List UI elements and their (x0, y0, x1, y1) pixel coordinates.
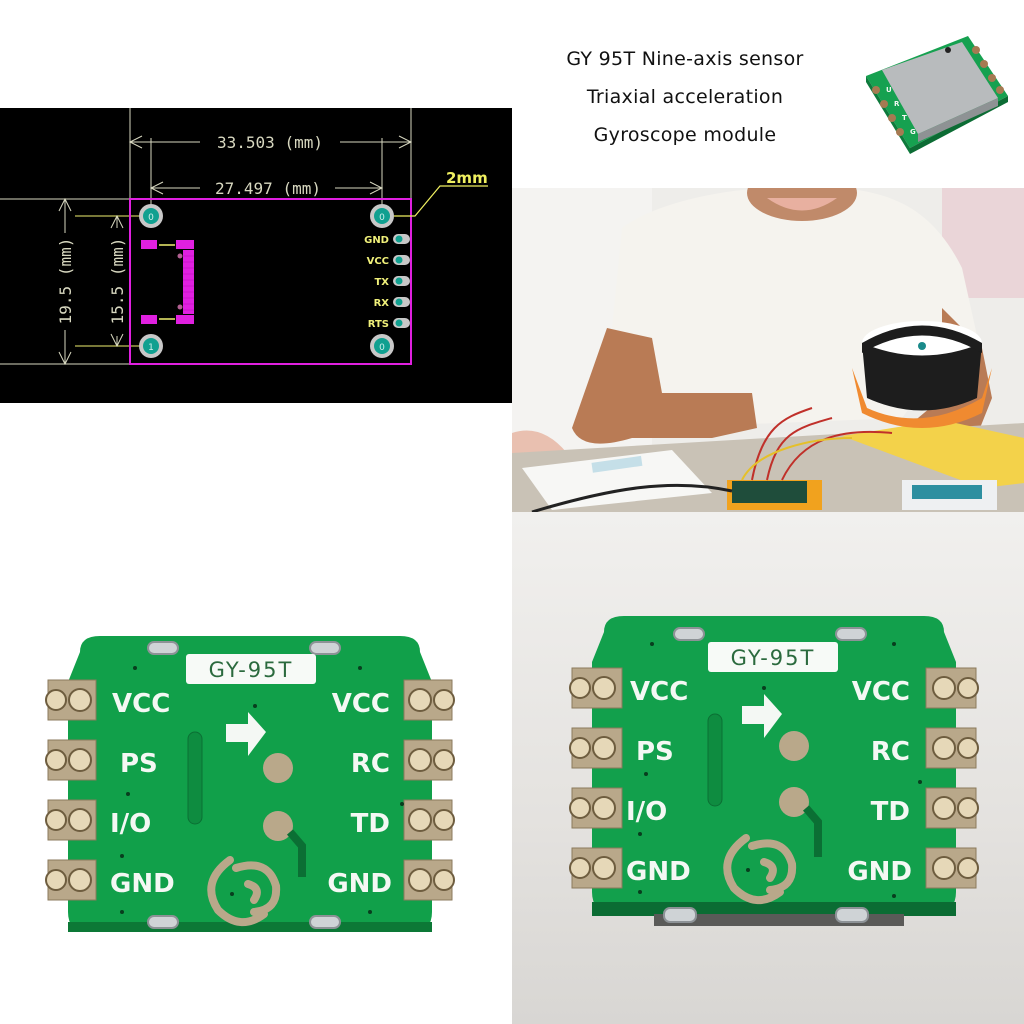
model-label: GY-95T (731, 646, 816, 670)
manufacturer-logo-icon (207, 856, 281, 926)
svg-text:RTS: RTS (368, 319, 389, 330)
mount-hole-bottom-left: 1 (139, 334, 163, 358)
svg-text:0: 0 (379, 343, 385, 353)
label-gnd-left: GND (110, 869, 175, 899)
usb-connector-footprint (141, 240, 194, 324)
inner-height-dimension: 15.5 (mm) (108, 238, 127, 325)
label-gnd-right: GND (847, 857, 912, 887)
right-pins (925, 667, 979, 889)
label-ps: PS (120, 749, 158, 779)
pin-tx: TX (374, 276, 410, 288)
product-title: GY 95T Nine-axis sensor Triaxial acceler… (530, 40, 840, 154)
label-vcc-right: VCC (332, 689, 390, 719)
label-vcc-left: VCC (112, 689, 170, 719)
outer-height-dimension: 19.5 (mm) (56, 238, 75, 325)
mount-hole-top-right: 0 (370, 204, 394, 228)
label-rc: RC (351, 749, 390, 779)
arrow-right-icon (742, 694, 782, 738)
svg-text:T: T (902, 114, 907, 122)
title-line-1: GY 95T Nine-axis sensor (566, 48, 804, 70)
title-line-3: Gyroscope module (593, 124, 777, 146)
mount-hole-top-left: 0 (139, 204, 163, 228)
svg-text:G: G (910, 128, 916, 136)
gy95t-board-left: GY-95T VCC PS I/O GND VCC RC TD GND (45, 636, 455, 932)
label-td: TD (871, 797, 910, 827)
svg-text:TX: TX (374, 277, 389, 288)
board-photo-right: GY-95T VCC PS I/O GND VCC RC TD GND (512, 512, 1024, 1024)
sensor-chip-thumbnail: U R T G (866, 36, 1008, 154)
label-ps: PS (636, 737, 674, 767)
label-rc: RC (871, 737, 910, 767)
pin-gnd: GND (364, 234, 410, 246)
model-label: GY-95T (209, 658, 294, 682)
label-gnd-right: GND (327, 869, 392, 899)
pcb-dimension-drawing: 33.503 (mm) 27.497 (mm) 19.5 (mm) 15.5 (… (0, 108, 512, 403)
left-pins (569, 667, 623, 889)
svg-text:1: 1 (148, 343, 154, 353)
pin-rts: RTS (368, 318, 410, 330)
inner-width-dimension: 27.497 (mm) (215, 179, 321, 198)
label-io: I/O (626, 797, 667, 827)
svg-text:VCC: VCC (367, 256, 389, 267)
label-gnd-left: GND (626, 857, 691, 887)
pin-rx: RX (374, 297, 410, 309)
right-pins (403, 679, 455, 901)
manufacturer-logo-icon (723, 834, 797, 904)
title-line-2: Triaxial acceleration (586, 86, 784, 108)
label-io: I/O (110, 809, 151, 839)
classroom-photo (512, 188, 1024, 512)
outer-width-dimension: 33.503 (mm) (217, 133, 323, 152)
gy95t-board-right: GY-95T VCC PS I/O GND VCC RC TD GND (569, 616, 979, 926)
label-vcc-left: VCC (630, 677, 688, 707)
svg-text:R: R (894, 100, 900, 108)
svg-text:RX: RX (374, 298, 390, 309)
svg-text:0: 0 (379, 213, 385, 223)
label-td: TD (351, 809, 390, 839)
label-vcc-right: VCC (852, 677, 910, 707)
mount-hole-bottom-right: 0 (370, 334, 394, 358)
arrow-right-icon (226, 712, 266, 756)
svg-text:U: U (886, 86, 892, 94)
left-pins (45, 679, 97, 901)
hole-size-callout: 2mm (446, 169, 488, 187)
pin-header: GND VCC TX RX RTS (364, 234, 410, 330)
svg-text:GND: GND (364, 235, 389, 246)
svg-text:0: 0 (148, 213, 154, 223)
pin-vcc: VCC (367, 255, 410, 267)
board-outline (129, 198, 412, 365)
board-photo-left: GY-95T VCC PS I/O GND VCC RC TD GND (0, 512, 512, 1024)
